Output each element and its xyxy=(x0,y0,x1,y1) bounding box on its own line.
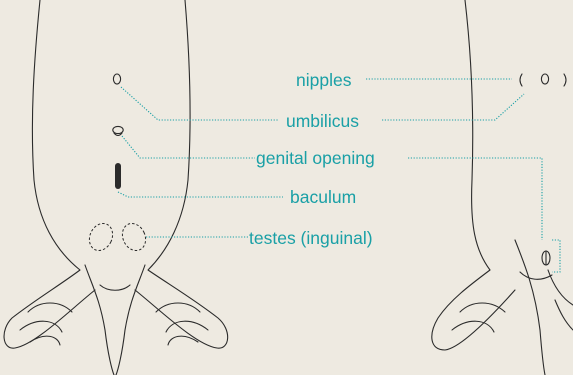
female-nipple-bracket-right xyxy=(564,74,566,86)
leader-umbilicus-right xyxy=(382,94,524,120)
male-body-outline-right xyxy=(135,0,228,348)
leader-umbilicus-left xyxy=(121,87,278,120)
leader-baculum xyxy=(118,192,283,197)
leader-genital-left xyxy=(122,136,255,158)
female-nipple-bracket-left xyxy=(520,74,522,86)
testes-mark xyxy=(85,220,150,255)
label-genital-opening: genital opening xyxy=(256,148,375,168)
label-baculum: baculum xyxy=(290,187,356,207)
label-umbilicus: umbilicus xyxy=(286,111,359,131)
label-testes: testes (inguinal) xyxy=(249,228,373,248)
male-left-flipper xyxy=(20,303,72,345)
female-nipple xyxy=(541,74,548,84)
leader-genital-right xyxy=(408,158,560,272)
label-nipples: nipples xyxy=(296,70,352,90)
female-body-outline-right xyxy=(548,270,573,330)
male-umbilicus xyxy=(113,126,123,133)
male-right-flipper xyxy=(156,303,208,345)
male-nipple xyxy=(113,74,120,84)
female-body-outline xyxy=(432,0,515,350)
labels: nipples umbilicus genital opening baculu… xyxy=(249,70,375,248)
female-ventral-figure xyxy=(432,0,573,375)
male-pelvic-outline xyxy=(85,265,145,375)
male-ventral-figure xyxy=(4,0,228,375)
baculum-mark xyxy=(115,163,121,189)
male-body-outline-left xyxy=(4,0,95,348)
